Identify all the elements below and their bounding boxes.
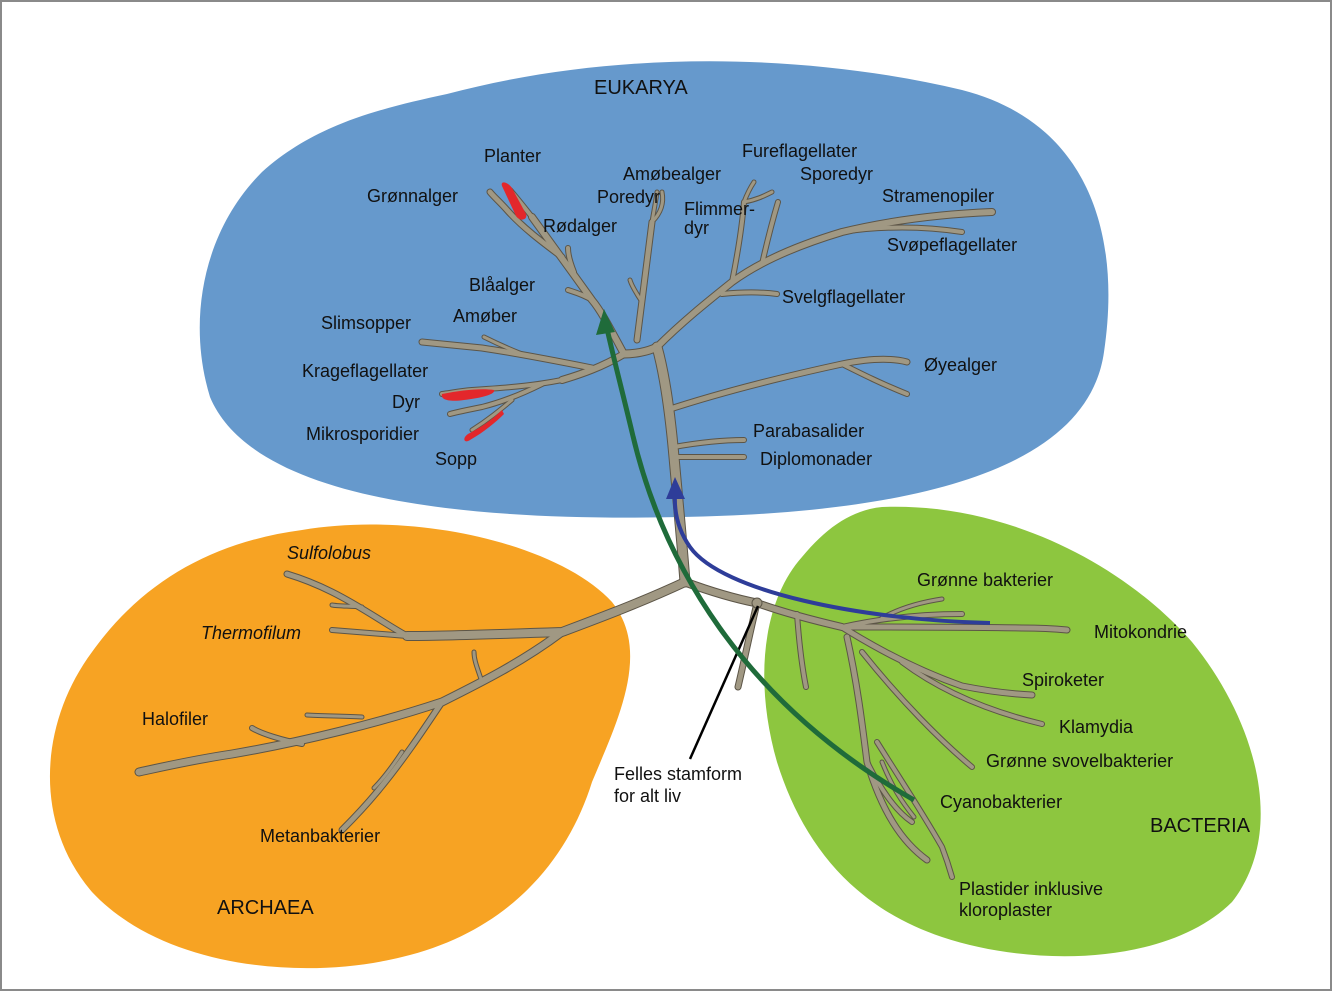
label-dyr: Dyr: [392, 392, 420, 412]
branch: [720, 290, 779, 296]
branch: [566, 288, 594, 302]
branch: [566, 246, 576, 274]
eukarya-title: EUKARYA: [594, 77, 688, 99]
label-slimsopper: Slimsopper: [321, 313, 411, 333]
archaea-region: [49, 524, 631, 969]
label-amobealger: Amøbealger: [623, 164, 721, 184]
label-felles-stamform-2: for alt liv: [614, 786, 681, 806]
label-rodalger: Rødalger: [543, 216, 617, 236]
branch: [305, 713, 364, 719]
branch: [650, 190, 659, 224]
branch: [900, 660, 1044, 726]
branch: [372, 750, 404, 790]
label-plastider-2: kloroplaster: [959, 900, 1052, 920]
label-amober: Amøber: [453, 306, 517, 326]
label-svopeflagellater: Svøpeflagellater: [887, 235, 1017, 255]
label-plastider-1: Plastider inklusive: [959, 879, 1103, 899]
label-sporedyr: Sporedyr: [800, 164, 873, 184]
label-mikrosporidier: Mikrosporidier: [306, 424, 419, 444]
branch: [742, 190, 774, 204]
label-thermofilum: Thermofilum: [201, 623, 301, 643]
branch: [880, 760, 916, 819]
branch: [339, 699, 445, 833]
label-metanbakterier: Metanbakterier: [260, 826, 380, 846]
eukarya-region: [199, 61, 1109, 518]
sopp-highlight: [464, 410, 504, 442]
branch: [135, 628, 566, 776]
label-gronne-bakterier: Grønne bakterier: [917, 570, 1053, 590]
label-klamydia: Klamydia: [1059, 717, 1134, 737]
branch: [482, 335, 524, 356]
label-flimmerdyr-2: dyr: [684, 218, 709, 238]
branch: [875, 740, 954, 879]
label-gronne-svovelbakterier: Grønne svovelbakterier: [986, 751, 1173, 771]
archaea-title: ARCHAEA: [217, 897, 314, 919]
label-stramenopiler: Stramenopiler: [882, 186, 994, 206]
plastid-endosymbiosis-arrow: [603, 323, 916, 803]
bacteria-title: BACTERIA: [1150, 815, 1251, 837]
label-sopp: Sopp: [435, 449, 477, 469]
label-halofiler: Halofiler: [142, 709, 208, 729]
branch: [654, 209, 995, 350]
label-krageflagellater: Krageflagellater: [302, 361, 428, 381]
branch: [839, 624, 1070, 633]
label-diplomonader: Diplomonader: [760, 449, 872, 469]
branch: [250, 726, 304, 746]
label-blaalger: Blåalger: [469, 275, 535, 295]
branch: [840, 362, 909, 396]
label-cyanobakterier: Cyanobakterier: [940, 792, 1062, 812]
label-parabasalider: Parabasalider: [753, 421, 864, 441]
branch: [664, 356, 910, 413]
planter-highlight: [501, 182, 527, 220]
branch: [330, 628, 409, 638]
label-svelgflagellater: Svelgflagellater: [782, 287, 905, 307]
mitochondria-endosymbiosis-arrow: [672, 493, 991, 625]
label-felles-stamform-1: Felles stamform: [614, 764, 742, 784]
root-pointer-line: [688, 605, 760, 760]
label-spiroketer: Spiroketer: [1022, 670, 1104, 690]
label-sulfolobus: Sulfolobus: [287, 543, 371, 563]
branch: [795, 612, 808, 689]
branch: [472, 650, 484, 684]
label-planter: Planter: [484, 146, 541, 166]
branch: [840, 225, 964, 234]
branch: [470, 398, 514, 432]
branch: [330, 603, 364, 609]
label-oyealger: Øyealger: [924, 355, 997, 375]
plastid-arrowhead: [596, 309, 615, 335]
label-mitokondrie: Mitokondrie: [1094, 622, 1187, 642]
dyr-highlight: [441, 389, 495, 401]
branch: [628, 278, 644, 304]
branch: [839, 624, 1035, 698]
label-flimmerdyr-1: Flimmer-: [684, 199, 755, 219]
branch: [448, 382, 544, 416]
label-gronnalger: Grønnalger: [367, 186, 458, 206]
branch: [284, 571, 410, 639]
branch: [419, 339, 595, 371]
branch: [730, 200, 746, 284]
label-fureflagellater: Fureflagellater: [742, 141, 857, 161]
branch: [760, 200, 780, 266]
label-poredyr: Poredyr: [597, 187, 660, 207]
branch: [634, 219, 655, 343]
branch: [650, 190, 665, 224]
mitochondria-arrowhead: [666, 477, 685, 499]
branch: [487, 189, 565, 260]
branch: [865, 760, 914, 824]
tree-branches: [135, 180, 1070, 879]
branch: [742, 180, 756, 204]
branch: [672, 438, 746, 449]
branch: [860, 650, 974, 769]
